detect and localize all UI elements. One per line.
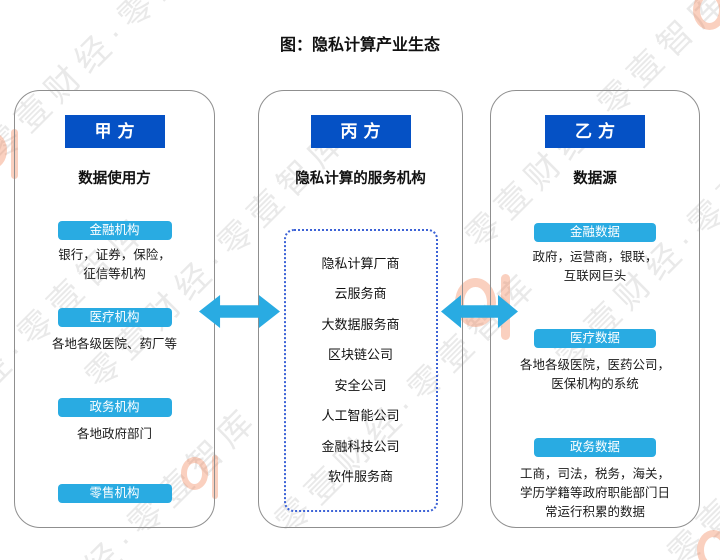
card-party-c: 丙方 隐私计算的服务机构 隐私计算厂商 云服务商 大数据服务商 区块链公司 安全… [258, 90, 463, 528]
provider-item: 人工智能公司 [321, 408, 400, 424]
provider-item: 区块链公司 [327, 347, 393, 363]
provider-item: 软件服务商 [327, 469, 393, 485]
page-title: 图：隐私计算产业生态 [279, 37, 440, 54]
party-c-subtitle: 隐私计算的服务机构 [295, 171, 426, 187]
party-a-group-financial-desc: 银行，证券，保险， 征信等机构 [58, 248, 171, 282]
party-c-header: 丙方 [310, 115, 411, 148]
party-b-group-financial-desc: 政府，运营商，银联， 互联网巨头 [532, 250, 658, 284]
card-party-b: 乙方 数据源 金融数据 政府，运营商，银联， 互联网巨头 医疗数据 各地各级医院… [490, 90, 700, 528]
party-b-group-government-desc: 工商，司法，税务，海关， 学历学籍等政府职能部门日 常运行积累的数据 [519, 466, 670, 520]
party-a-header: 甲方 [64, 115, 165, 148]
logo-a-icon [697, 524, 720, 560]
party-a-group-retail-label: 零售机构 [57, 483, 172, 503]
party-a-group-medical-desc: 各地各级医院、药厂等 [51, 336, 177, 351]
service-providers-box: 隐私计算厂商 云服务商 大数据服务商 区块链公司 安全公司 人工智能公司 金融科… [283, 229, 438, 512]
party-b-header: 乙方 [545, 115, 645, 148]
party-b-subtitle: 数据源 [573, 171, 617, 187]
provider-item: 安全公司 [334, 377, 387, 393]
provider-item: 金融科技公司 [321, 438, 400, 454]
party-b-group-financial-label: 金融数据 [534, 223, 656, 242]
party-a-group-government-label: 政务机构 [57, 398, 172, 418]
party-b-group-medical-label: 医疗数据 [534, 328, 656, 348]
card-party-a: 甲方 数据使用方 金融机构 银行，证券，保险， 征信等机构 医疗机构 各地各级医… [14, 90, 215, 528]
party-b-group-medical-desc: 各地各级医院，医药公司， 医保机构的系统 [519, 357, 670, 392]
party-a-group-medical-label: 医疗机构 [57, 307, 172, 327]
party-b-group-government-label: 政务数据 [534, 437, 656, 457]
party-a-group-financial-label: 金融机构 [57, 221, 172, 240]
party-a-group-government-desc: 各地政府部门 [76, 427, 152, 442]
party-a-subtitle: 数据使用方 [78, 171, 151, 187]
provider-item: 大数据服务商 [321, 316, 400, 332]
provider-item: 云服务商 [334, 286, 387, 302]
provider-item: 隐私计算厂商 [321, 255, 400, 271]
